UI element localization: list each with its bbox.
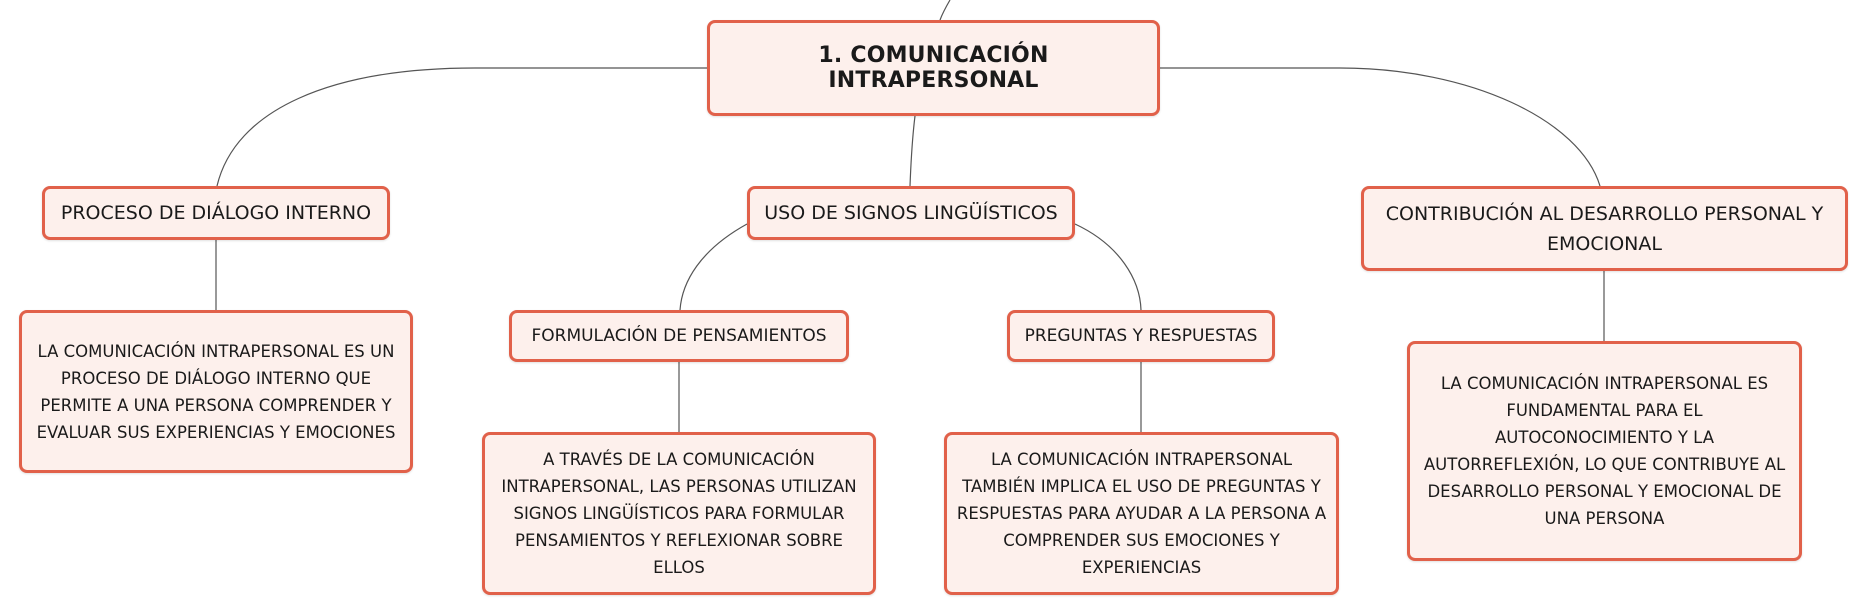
connector-root-topic1 (216, 67, 707, 187)
detail-text: LA COMUNICACIÓN INTRAPERSONAL ES FUNDAME… (1423, 374, 1786, 528)
detail-formulacion-node[interactable]: A TRAVÉS DE LA COMUNICACIÓN INTRAPERSONA… (482, 432, 876, 595)
detail-preguntas-node[interactable]: LA COMUNICACIÓN INTRAPERSONAL TAMBIÉN IM… (944, 432, 1339, 595)
connector-topic2-sub2 (1074, 223, 1142, 311)
connector-root-parent (939, 0, 951, 21)
connector-topic2-sub1 (679, 223, 748, 311)
topic-signos-linguisticos-node[interactable]: USO DE SIGNOS LINGÜÍSTICOS (747, 186, 1075, 240)
topic-label: PROCESO DE DIÁLOGO INTERNO (60, 202, 372, 224)
topic-desarrollo-personal-node[interactable]: CONTRIBUCIÓN AL DESARROLLO PERSONAL Y EM… (1361, 186, 1848, 271)
detail-desarrollo-personal-node[interactable]: LA COMUNICACIÓN INTRAPERSONAL ES FUNDAME… (1407, 341, 1802, 561)
subtopic-formulacion-node[interactable]: FORMULACIÓN DE PENSAMIENTOS (509, 310, 849, 362)
subtopic-label: FORMULACIÓN DE PENSAMIENTOS (531, 326, 827, 346)
connector-root-topic2 (909, 115, 916, 187)
root-topic-label: 1. COMUNICACIÓN INTRAPERSONAL (818, 43, 1049, 93)
detail-text: A TRAVÉS DE LA COMUNICACIÓN INTRAPERSONA… (501, 450, 857, 577)
topic-label: CONTRIBUCIÓN AL DESARROLLO PERSONAL Y EM… (1385, 202, 1824, 255)
subtopic-preguntas-node[interactable]: PREGUNTAS Y RESPUESTAS (1007, 310, 1275, 362)
subtopic-label: PREGUNTAS Y RESPUESTAS (1024, 326, 1258, 346)
topic-label: USO DE SIGNOS LINGÜÍSTICOS (764, 202, 1058, 224)
detail-text: LA COMUNICACIÓN INTRAPERSONAL ES UN PROC… (36, 341, 396, 442)
connector-root-topic3 (1160, 67, 1601, 187)
detail-text: LA COMUNICACIÓN INTRAPERSONAL TAMBIÉN IM… (956, 450, 1327, 577)
root-topic-node[interactable]: 1. COMUNICACIÓN INTRAPERSONAL (707, 20, 1160, 116)
detail-dialogo-interno-node[interactable]: LA COMUNICACIÓN INTRAPERSONAL ES UN PROC… (19, 310, 413, 473)
topic-dialogo-interno-node[interactable]: PROCESO DE DIÁLOGO INTERNO (42, 186, 390, 240)
